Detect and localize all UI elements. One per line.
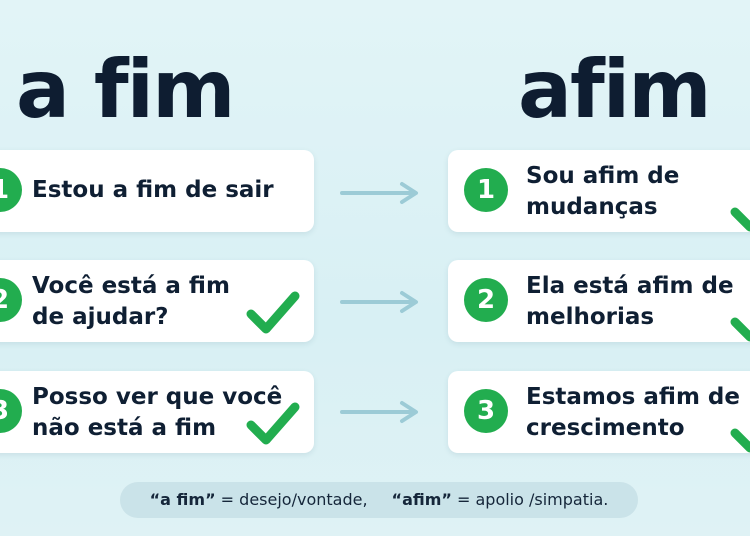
card-text-line-1: Ela está afim de [526,273,734,299]
card-text: Ela está afim de melhorias [526,271,734,333]
number-badge: 3 [464,389,508,433]
footer-note: “a fim” = desejo/vontade, “afim” = apolio… [120,482,638,518]
arrow-right-icon [340,400,424,424]
card-text-line-2: crescimento [526,415,685,441]
check-icon [246,290,300,334]
check-icon [246,401,300,445]
card-text-line-2: de ajudar? [32,304,169,330]
left-card-1: 1 Estou a fim de sair [0,150,314,232]
right-card-1: 1 Sou afim de mudanças [448,150,750,232]
card-text: Estou a fim de sair [32,175,274,206]
card-text-line-1: Estamos afim de [526,384,740,410]
footer-definition-a-fim: = desejo/vontade, [215,490,368,509]
card-text: Estamos afim de crescimento [526,382,740,444]
footer-term-afim: “afim” [391,490,452,509]
card-text: Posso ver que você não está a fim [32,382,282,444]
card-text: Sou afim de mudanças [526,161,679,223]
number-badge: 1 [464,168,508,212]
number-badge: 1 [0,168,22,212]
arrow-right-icon [340,181,424,205]
right-card-2: 2 Ela está afim de melhorias [448,260,750,342]
footer-definition-afim: = apolio /simpatia. [451,490,609,509]
card-text-line-2: não está a fim [32,415,217,441]
check-icon [730,188,750,232]
card-text: Você está a fim de ajudar? [32,271,230,333]
footer-term-a-fim: “a fim” [149,490,216,509]
number-badge: 2 [464,278,508,322]
card-text-line-1: Você está a fim [32,273,230,299]
heading-afim: afim [518,43,712,136]
check-icon [730,409,750,453]
right-card-3: 3 Estamos afim de crescimento [448,371,750,453]
check-icon [730,298,750,342]
heading-a-fim: a fim [16,43,235,136]
left-card-2: 2 Você está a fim de ajudar? [0,260,314,342]
number-badge: 3 [0,389,22,433]
left-card-3: 3 Posso ver que você não está a fim [0,371,314,453]
card-text-line-1: Posso ver que você [32,384,283,410]
card-text-line-1: Estou a fim de sair [32,177,274,203]
arrow-right-icon [340,290,424,314]
card-text-line-2: mudanças [526,194,658,220]
number-badge: 2 [0,278,22,322]
card-text-line-1: Sou afim de [526,163,680,189]
card-text-line-2: melhorias [526,304,655,330]
